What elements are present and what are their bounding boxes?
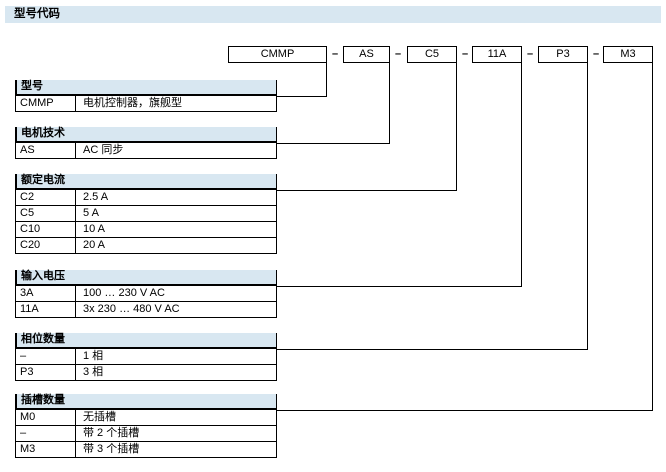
desc-cell: 3x 230 … 480 V AC (83, 303, 180, 315)
table-row: C5 5 A (15, 206, 277, 222)
table-slot-count: 插槽数量 M0 无插槽 – 带 2 个插槽 M3 带 3 个插槽 (15, 394, 277, 458)
table-row: M3 带 3 个插槽 (15, 442, 277, 458)
table-rated-current-header: 额定电流 (15, 174, 277, 190)
code-segment-label: AS (359, 48, 374, 60)
table-row: CMMP 电机控制器，旗舰型 (15, 96, 277, 112)
table-row: 11A 3x 230 … 480 V AC (15, 302, 277, 318)
table-row: 3A 100 … 230 V AC (15, 286, 277, 302)
table-model: 型号 CMMP 电机控制器，旗舰型 (15, 80, 277, 112)
desc-cell: 3 相 (83, 366, 104, 378)
desc-cell: 1 相 (83, 350, 104, 362)
table-motor-technology: 电机技术 AS AC 同步 (15, 127, 277, 159)
code-cell: CMMP (16, 96, 76, 111)
code-segment-label: P3 (556, 48, 570, 60)
table-row: C20 20 A (15, 238, 277, 254)
code-cell: M3 (16, 442, 76, 457)
connector-line-c5-horizontal (277, 190, 457, 191)
table-slot-count-header: 插槽数量 (15, 394, 277, 410)
table-row: C10 10 A (15, 222, 277, 238)
code-cell: 3A (16, 286, 76, 301)
table-row: – 1 相 (15, 349, 277, 365)
table-input-voltage: 输入电压 3A 100 … 230 V AC 11A 3x 230 … 480 … (15, 270, 277, 318)
section-title-bar: 型号代码 (5, 6, 661, 23)
code-separator: – (394, 48, 402, 60)
table-row: C2 2.5 A (15, 190, 277, 206)
table-row: – 带 2 个插槽 (15, 426, 277, 442)
table-title: 型号 (21, 80, 43, 92)
desc-cell: 20 A (83, 239, 106, 251)
code-cell: C20 (16, 238, 76, 253)
connector-line-p3-vertical (587, 63, 588, 350)
connector-line-11a-vertical (521, 63, 522, 287)
desc-cell: 100 … 230 V AC (83, 287, 165, 299)
connector-line-as-vertical (389, 63, 390, 144)
code-cell: – (16, 349, 76, 364)
code-cell: C5 (16, 206, 76, 221)
table-phase-count-header: 相位数量 (15, 333, 277, 349)
code-segment-label: 11A (487, 48, 507, 60)
table-input-voltage-header: 输入电压 (15, 270, 277, 286)
desc-cell: 带 2 个插槽 (83, 427, 140, 439)
code-segment-11a: 11A (472, 46, 522, 63)
desc-cell: 无插槽 (83, 411, 116, 423)
code-cell: C10 (16, 222, 76, 237)
desc-cell: 带 3 个插槽 (83, 443, 140, 455)
code-segment-label: C5 (424, 48, 440, 60)
code-segment-p3: P3 (538, 46, 588, 63)
table-motor-technology-header: 电机技术 (15, 127, 277, 143)
connector-line-cmmp-horizontal (277, 96, 327, 97)
code-separator: – (526, 48, 534, 60)
code-separator: – (592, 48, 600, 60)
code-segment-label: CMMP (260, 48, 295, 60)
code-separator: – (331, 48, 339, 60)
code-cell: P3 (16, 365, 76, 380)
table-row: AS AC 同步 (15, 143, 277, 159)
code-segment-label: M3 (620, 48, 636, 60)
code-segment-c5: C5 (407, 46, 457, 63)
table-title: 相位数量 (21, 333, 65, 345)
code-cell: AS (16, 143, 76, 158)
connector-line-as-horizontal (277, 143, 390, 144)
page-title: 型号代码 (14, 8, 60, 20)
desc-cell: AC 同步 (83, 144, 124, 156)
code-segment-cmmp: CMMP (228, 46, 327, 63)
connector-line-11a-horizontal (277, 286, 522, 287)
table-model-header: 型号 (15, 80, 277, 96)
code-cell: 11A (16, 302, 76, 317)
code-cell: – (16, 426, 76, 441)
code-separator: – (461, 48, 469, 60)
table-phase-count: 相位数量 – 1 相 P3 3 相 (15, 333, 277, 381)
desc-cell: 电机控制器，旗舰型 (83, 97, 182, 109)
desc-cell: 10 A (83, 223, 106, 235)
connector-line-m3-horizontal (277, 410, 653, 411)
connector-line-p3-horizontal (277, 349, 588, 350)
code-segment-as: AS (343, 46, 390, 63)
table-rated-current: 额定电流 C2 2.5 A C5 5 A C10 10 A C20 20 A (15, 174, 277, 254)
code-cell: M0 (16, 410, 76, 425)
table-title: 额定电流 (21, 174, 65, 186)
desc-cell: 5 A (83, 207, 99, 219)
table-row: M0 无插槽 (15, 410, 277, 426)
connector-line-m3-vertical (652, 63, 653, 411)
table-title: 插槽数量 (21, 394, 65, 406)
table-row: P3 3 相 (15, 365, 277, 381)
desc-cell: 2.5 A (83, 191, 109, 203)
table-title: 电机技术 (21, 127, 65, 139)
code-segment-m3: M3 (603, 46, 653, 63)
table-title: 输入电压 (21, 270, 65, 282)
connector-line-cmmp-vertical (326, 63, 327, 97)
code-cell: C2 (16, 190, 76, 205)
connector-line-c5-vertical (456, 63, 457, 191)
